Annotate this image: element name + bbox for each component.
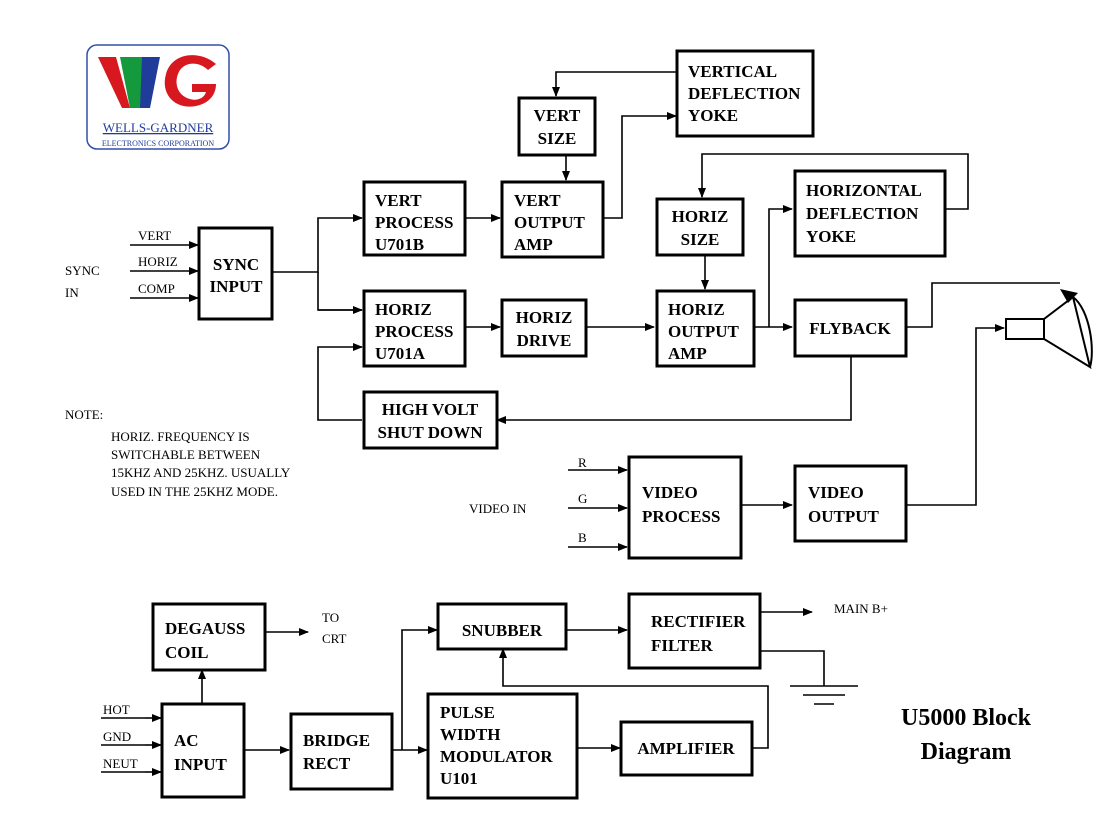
block-label: VERT <box>514 191 561 210</box>
label-crt: CRT <box>322 631 347 646</box>
block-degauss-coil: DEGAUSS COIL <box>151 602 267 672</box>
block-label: YOKE <box>688 106 738 125</box>
block-label: VIDEO <box>642 483 698 502</box>
block-horizontal-deflection-yoke: HORIZONTAL DEFLECTION YOKE <box>793 169 947 258</box>
block-label: RECT <box>303 754 351 773</box>
note-line: SWITCHABLE BETWEEN <box>111 447 261 462</box>
note: NOTE: HORIZ. FREQUENCY IS SWITCHABLE BET… <box>65 407 291 499</box>
block-amplifier: AMPLIFIER <box>619 720 754 777</box>
block-label: U701B <box>375 235 424 254</box>
block-label: WIDTH <box>440 725 500 744</box>
note-heading: NOTE: <box>65 407 103 422</box>
block-label: PULSE <box>440 703 495 722</box>
block-label: DEFLECTION <box>806 204 919 223</box>
block-label: PROCESS <box>642 507 720 526</box>
label-hot: HOT <box>103 702 130 717</box>
block-label: SNUBBER <box>462 621 543 640</box>
block-label: HORIZONTAL <box>806 181 922 200</box>
block-video-process: VIDEO PROCESS <box>627 455 743 560</box>
block-label: SIZE <box>681 230 720 249</box>
diagram-title-line2: Diagram <box>921 739 1012 765</box>
block-label: HORIZ <box>375 300 432 319</box>
block-label: AMP <box>514 235 553 254</box>
block-video-output: VIDEO OUTPUT <box>793 464 908 543</box>
crt-icon <box>1005 289 1093 370</box>
block-pulse-width-modulator: PULSE WIDTH MODULATOR U101 <box>426 692 579 800</box>
block-label: VERT <box>375 191 422 210</box>
label-b: B <box>578 530 587 545</box>
block-label: PROCESS <box>375 213 453 232</box>
block-horiz-size: HORIZ SIZE <box>655 197 745 257</box>
block-label: MODULATOR <box>440 747 553 766</box>
label-in: IN <box>65 285 79 300</box>
block-label: HIGH VOLT <box>382 400 479 419</box>
block-label: INPUT <box>174 755 228 774</box>
block-sync-input: SYNC INPUT <box>197 226 274 321</box>
block-high-volt-shut-down: HIGH VOLT SHUT DOWN <box>362 390 499 450</box>
block-label: U101 <box>440 769 478 788</box>
block-label: FILTER <box>651 636 713 655</box>
block-flyback: FLYBACK <box>793 298 908 358</box>
label-sync: SYNC <box>65 263 100 278</box>
block-vert-process: VERT PROCESS U701B <box>362 180 467 257</box>
block-label: AC <box>174 731 199 750</box>
block-label: HORIZ <box>516 308 573 327</box>
wells-gardner-logo: WELLS-GARDNER ELECTRONICS CORPORATION <box>86 44 230 150</box>
block-label: HORIZ <box>668 300 725 319</box>
block-label: VERTICAL <box>688 62 777 81</box>
label-neut: NEUT <box>103 756 138 771</box>
block-label: BRIDGE <box>303 731 370 750</box>
block-label: U701A <box>375 344 426 363</box>
block-label: VERT <box>534 106 581 125</box>
block-label: HORIZ <box>672 207 729 226</box>
label-r: R <box>578 455 587 470</box>
wires <box>101 71 1060 776</box>
label-video-in: VIDEO IN <box>469 501 527 516</box>
block-vert-size: VERT SIZE <box>517 96 597 157</box>
note-line: HORIZ. FREQUENCY IS <box>111 429 250 444</box>
block-label: AMPLIFIER <box>637 739 735 758</box>
block-horiz-drive: HORIZ DRIVE <box>500 298 588 358</box>
label-gnd: GND <box>103 729 131 744</box>
block-label: DRIVE <box>517 331 572 350</box>
block-rectifier-filter: RECTIFIER FILTER <box>627 592 762 670</box>
note-line: USED IN THE 25KHZ MODE. <box>111 484 278 499</box>
block-vert-output-amp: VERT OUTPUT AMP <box>500 180 605 259</box>
block-label: PROCESS <box>375 322 453 341</box>
block-label: AMP <box>668 344 707 363</box>
block-label: OUTPUT <box>808 507 880 526</box>
block-label: COIL <box>165 643 208 662</box>
label-vert: VERT <box>138 228 171 243</box>
block-horiz-output-amp: HORIZ OUTPUT AMP <box>655 289 756 368</box>
label-to: TO <box>322 610 339 625</box>
logo-name: WELLS-GARDNER <box>103 120 214 135</box>
block-ac-input: AC INPUT <box>160 702 246 799</box>
block-label: YOKE <box>806 227 856 246</box>
block-snubber: SNUBBER <box>436 602 568 651</box>
block-label: VIDEO <box>808 483 864 502</box>
block-label: OUTPUT <box>514 213 586 232</box>
block-bridge-rect: BRIDGE RECT <box>289 712 394 791</box>
block-horiz-process: HORIZ PROCESS U701A <box>362 289 467 368</box>
block-label: SHUT DOWN <box>377 423 483 442</box>
logo-subtitle: ELECTRONICS CORPORATION <box>102 139 214 148</box>
block-label: FLYBACK <box>809 319 891 338</box>
label-g: G <box>578 491 587 506</box>
label-comp: COMP <box>138 281 175 296</box>
block-label: SIZE <box>538 129 577 148</box>
label-horiz: HORIZ <box>138 254 178 269</box>
block-label: DEGAUSS <box>165 619 245 638</box>
block-label: SYNC <box>213 255 259 274</box>
block-label: RECTIFIER <box>651 612 746 631</box>
diagram-title: U5000 Block <box>901 705 1032 731</box>
block-vertical-deflection-yoke: VERTICAL DEFLECTION YOKE <box>675 49 815 138</box>
note-line: 15KHZ AND 25KHZ. USUALLY <box>111 465 291 480</box>
block-label: OUTPUT <box>668 322 740 341</box>
block-label: DEFLECTION <box>688 84 801 103</box>
block-label: INPUT <box>210 277 264 296</box>
label-main-b-plus: MAIN B+ <box>834 601 888 616</box>
